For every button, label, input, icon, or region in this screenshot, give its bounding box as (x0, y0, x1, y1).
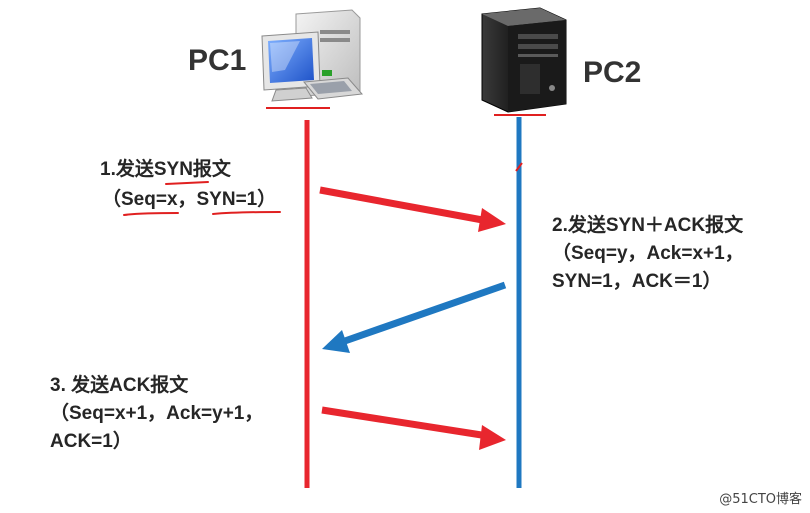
step3-params-line1: （Seq=x+1，Ack=y+1， (50, 403, 264, 424)
step2-title: 2.发送SYN＋ACK报文 (552, 215, 744, 236)
pc1-label: PC1 (188, 44, 247, 77)
step2-params-line2: SYN=1，ACK＝1） (552, 271, 722, 292)
annotation-underlines (123, 181, 281, 216)
arrow-ack (321, 406, 506, 450)
server-tower-icon (481, 7, 567, 113)
desktop-computer-icon (261, 9, 364, 102)
step2-params-line1: （Seq=y，Ack=x+1， (552, 243, 744, 264)
arrow-syn (319, 186, 506, 232)
step3-title: 3. 发送ACK报文 (50, 375, 189, 396)
step1-title: 1.发送SYN报文 (100, 159, 231, 180)
watermark: @51CTO博客 (719, 492, 802, 507)
pen-mark (515, 162, 523, 172)
step3-params-line2: ACK=1） (50, 431, 132, 452)
step1-params: （Seq=x，SYN=1） (102, 189, 277, 210)
pc2-label: PC2 (583, 56, 642, 89)
arrow-syn-ack (322, 281, 507, 353)
